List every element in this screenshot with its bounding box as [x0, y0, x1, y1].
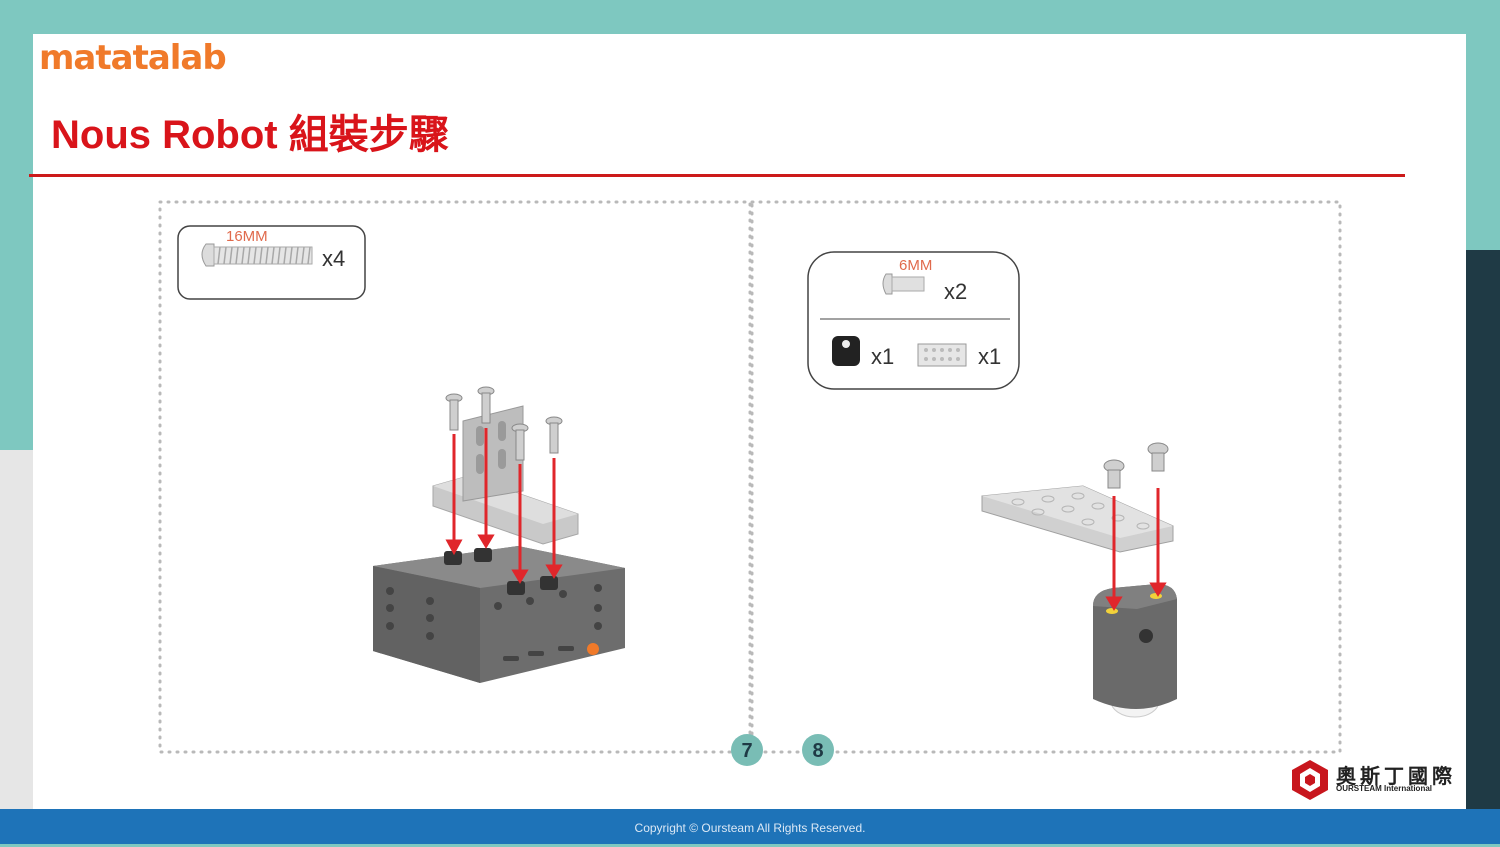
- company-name-chinese: 奧斯丁國際: [1336, 764, 1456, 788]
- step8-screw-qty: x2: [944, 279, 967, 304]
- company-name-english: OURSTEAM International: [1336, 784, 1433, 793]
- screw-16mm-icon: [201, 243, 313, 267]
- background-right-accent: [1460, 250, 1500, 810]
- step7-frame: [158, 200, 752, 754]
- controller-box-illustration: [373, 546, 625, 683]
- step8-frame: [750, 200, 1342, 754]
- step7-parts-box: 16MM x4: [177, 225, 366, 300]
- plate-illustration: [981, 485, 1174, 553]
- bracket-illustration: [432, 405, 579, 545]
- title-divider: [29, 174, 1405, 177]
- step7-screw-qty: x4: [322, 246, 345, 271]
- plate-icon: [917, 343, 967, 367]
- step8-screw-size: 6MM: [899, 257, 932, 274]
- step7-screw-size: 16MM: [226, 228, 268, 245]
- wheel-caster-icon: [832, 336, 860, 366]
- screws-and-arrows-step8: [1103, 442, 1169, 611]
- step8-number: 8: [812, 740, 823, 762]
- step8-caster-qty: x1: [871, 344, 894, 369]
- screw-6mm-icon: [882, 273, 925, 295]
- step7-number: 7: [741, 740, 752, 762]
- background-top-band: [0, 0, 1500, 34]
- slide: matatalab Nous Robot 組裝步驟: [29, 34, 1466, 809]
- oursteam-logo: 奧斯丁國際 OURSTEAM International: [1288, 758, 1463, 802]
- step7-badge: 7: [731, 734, 763, 766]
- assembly-diagram: 16MM x4: [158, 200, 1342, 766]
- step8-parts-box: 6MM x2 x1 x1: [807, 251, 1020, 390]
- step8-plate-qty: x1: [978, 344, 1001, 369]
- matatalab-logo: matatalab: [39, 38, 227, 78]
- step8-badge: 8: [802, 734, 834, 766]
- page-title: Nous Robot 組裝步驟: [51, 113, 449, 157]
- caster-illustration: [1093, 584, 1177, 718]
- oursteam-cube-icon: [1292, 760, 1328, 800]
- copyright-footer: Copyright © Oursteam All Rights Reserved…: [0, 809, 1500, 844]
- screws-and-arrows-step7: [445, 386, 563, 584]
